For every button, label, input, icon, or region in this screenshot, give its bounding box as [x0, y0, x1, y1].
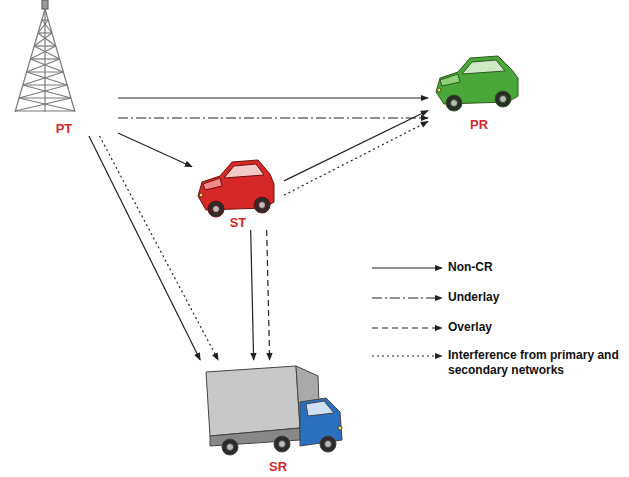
- tower-brace: [34, 33, 52, 46]
- tower-brace: [38, 20, 48, 33]
- green-car: [436, 56, 518, 111]
- tower-brace: [30, 46, 55, 59]
- tower-brace: [38, 32, 52, 33]
- tower-brace: [15, 98, 71, 111]
- tower-brace: [19, 98, 75, 111]
- tower-brace: [27, 72, 67, 85]
- connector: [118, 117, 428, 118]
- red-car: [198, 160, 274, 217]
- connector: [118, 97, 428, 98]
- connector: [284, 111, 428, 181]
- legend-sample: [372, 327, 442, 328]
- tower-brace: [23, 85, 71, 98]
- tower-brace: [19, 97, 71, 98]
- tower-leg: [45, 9, 75, 112]
- legend-sample: [372, 355, 442, 356]
- connector: [89, 136, 200, 360]
- legend-sample: [372, 297, 442, 298]
- vehicle-node: PR: [428, 52, 530, 132]
- tower-node: PT: [10, 2, 118, 136]
- connector: [267, 230, 270, 360]
- tower-brace: [27, 59, 60, 72]
- legend-text: Non-CR: [448, 260, 624, 275]
- tower-brace: [30, 59, 63, 72]
- connector: [100, 136, 219, 360]
- node-label: ST: [192, 215, 284, 230]
- vehicle-node: SR: [200, 360, 356, 474]
- legend-text: Overlay: [448, 320, 624, 335]
- tower-brace: [27, 71, 64, 72]
- legend-text: Interference from primary and secondary …: [448, 348, 624, 378]
- tower-brace: [19, 85, 67, 98]
- tower-brace: [23, 72, 63, 85]
- vehicle-node: ST: [192, 157, 284, 230]
- tower-leg: [15, 9, 45, 112]
- legend-text: Underlay: [448, 290, 624, 305]
- connector: [251, 230, 254, 360]
- tower-brace: [34, 46, 59, 59]
- truck: [206, 366, 342, 455]
- node-label: SR: [200, 459, 356, 474]
- tower-brace: [38, 33, 56, 46]
- tower-brace: [34, 45, 56, 46]
- tower-brace: [15, 110, 74, 111]
- legend-sample: [372, 267, 442, 268]
- tower-brace: [23, 84, 67, 85]
- node-label: PT: [10, 121, 118, 136]
- connector: [284, 121, 428, 195]
- tower-brace: [30, 58, 59, 59]
- node-label: PR: [428, 117, 530, 132]
- tower-illustration: [15, 0, 75, 112]
- connector: [118, 133, 192, 167]
